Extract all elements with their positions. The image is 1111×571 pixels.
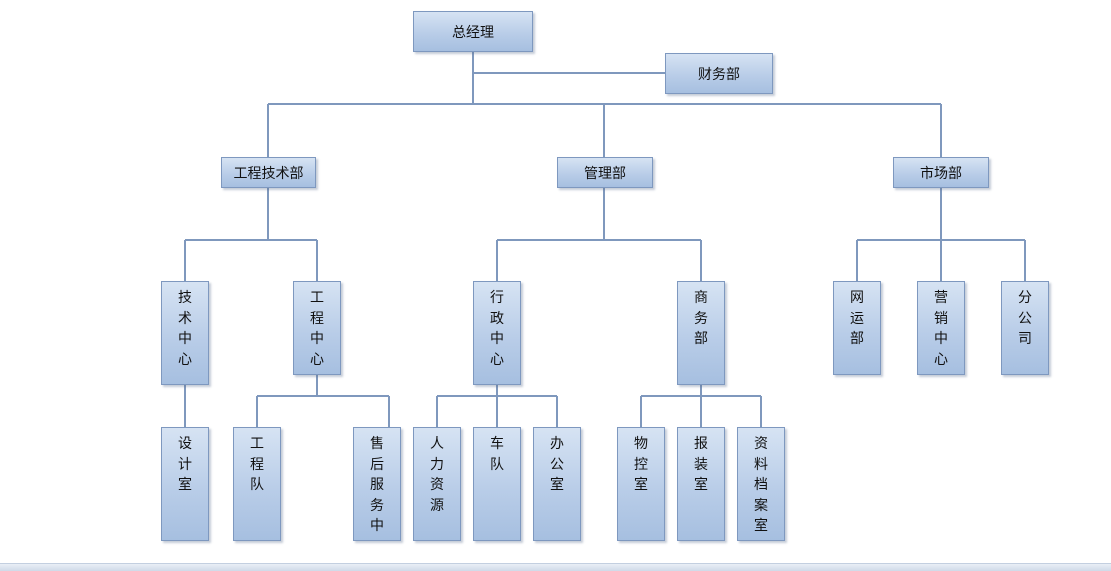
node-design-room: 设 计 室 xyxy=(161,427,209,541)
node-label: 商 务 部 xyxy=(694,290,708,347)
node-label: 管理部 xyxy=(584,165,626,182)
node-label: 售 后 服 务 中 xyxy=(370,436,384,534)
node-eng-center: 工 程 中 心 xyxy=(293,281,341,375)
node-branch: 分 公 司 xyxy=(1001,281,1049,375)
node-label: 报 装 室 xyxy=(694,436,708,493)
node-business-dept: 商 务 部 xyxy=(677,281,725,385)
node-label: 总经理 xyxy=(452,24,494,41)
node-hr: 人 力 资 源 xyxy=(413,427,461,541)
node-general-manager: 总经理 xyxy=(413,11,533,52)
node-sales-center: 营 销 中 心 xyxy=(917,281,965,375)
node-label: 行 政 中 心 xyxy=(490,290,504,368)
node-label: 工 程 中 心 xyxy=(310,290,324,368)
node-after-sales: 售 后 服 务 中 xyxy=(353,427,401,541)
node-label: 分 公 司 xyxy=(1018,290,1032,347)
node-label: 技 术 中 心 xyxy=(178,290,192,368)
node-admin-center: 行 政 中 心 xyxy=(473,281,521,385)
node-label: 资 料 档 案 室 xyxy=(754,436,768,534)
node-label: 车 队 xyxy=(490,436,504,473)
node-tech-center: 技 术 中 心 xyxy=(161,281,209,385)
node-label: 物 控 室 xyxy=(634,436,648,493)
node-label: 设 计 室 xyxy=(178,436,192,493)
node-label: 营 销 中 心 xyxy=(934,290,948,368)
node-office: 办 公 室 xyxy=(533,427,581,541)
node-archives: 资 料 档 案 室 xyxy=(737,427,785,541)
node-customs: 报 装 室 xyxy=(677,427,725,541)
bottom-scroll-strip xyxy=(0,563,1111,571)
node-label: 办 公 室 xyxy=(550,436,564,493)
node-engineering-dept: 工程技术部 xyxy=(221,157,316,188)
node-label: 人 力 资 源 xyxy=(430,436,444,514)
node-eng-team: 工 程 队 xyxy=(233,427,281,541)
node-management-dept: 管理部 xyxy=(557,157,653,188)
node-net-dept: 网 运 部 xyxy=(833,281,881,375)
node-label: 工 程 队 xyxy=(250,436,264,493)
node-label: 财务部 xyxy=(698,66,740,83)
node-finance: 财务部 xyxy=(665,53,773,94)
node-market-dept: 市场部 xyxy=(893,157,989,188)
node-label: 网 运 部 xyxy=(850,290,864,347)
node-logistics: 物 控 室 xyxy=(617,427,665,541)
node-fleet: 车 队 xyxy=(473,427,521,541)
node-label: 市场部 xyxy=(920,165,962,182)
node-label: 工程技术部 xyxy=(233,165,304,182)
